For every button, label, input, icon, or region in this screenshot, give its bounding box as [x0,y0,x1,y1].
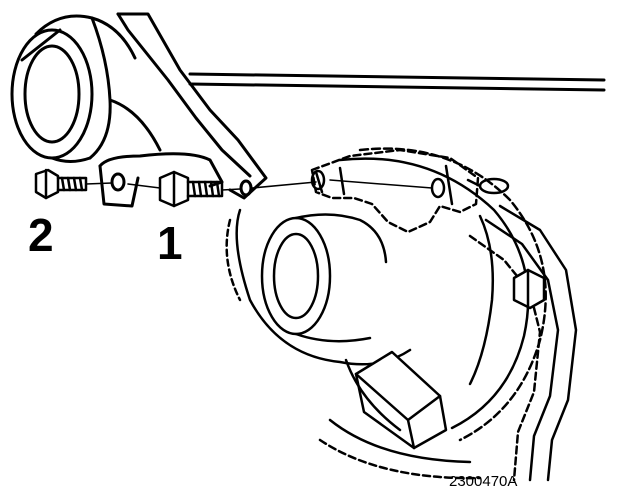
bolt-2 [34,168,88,200]
callout-1: 1 [157,217,183,269]
pipe-sleeve [10,14,162,163]
rod [188,72,606,92]
bolt-1 [158,170,224,208]
alignment-lines [85,179,433,191]
callout-2: 2 [28,209,54,261]
turbocharger [225,147,578,482]
figure-id: 2300470A [449,473,518,490]
mounting-bracket [98,12,268,208]
